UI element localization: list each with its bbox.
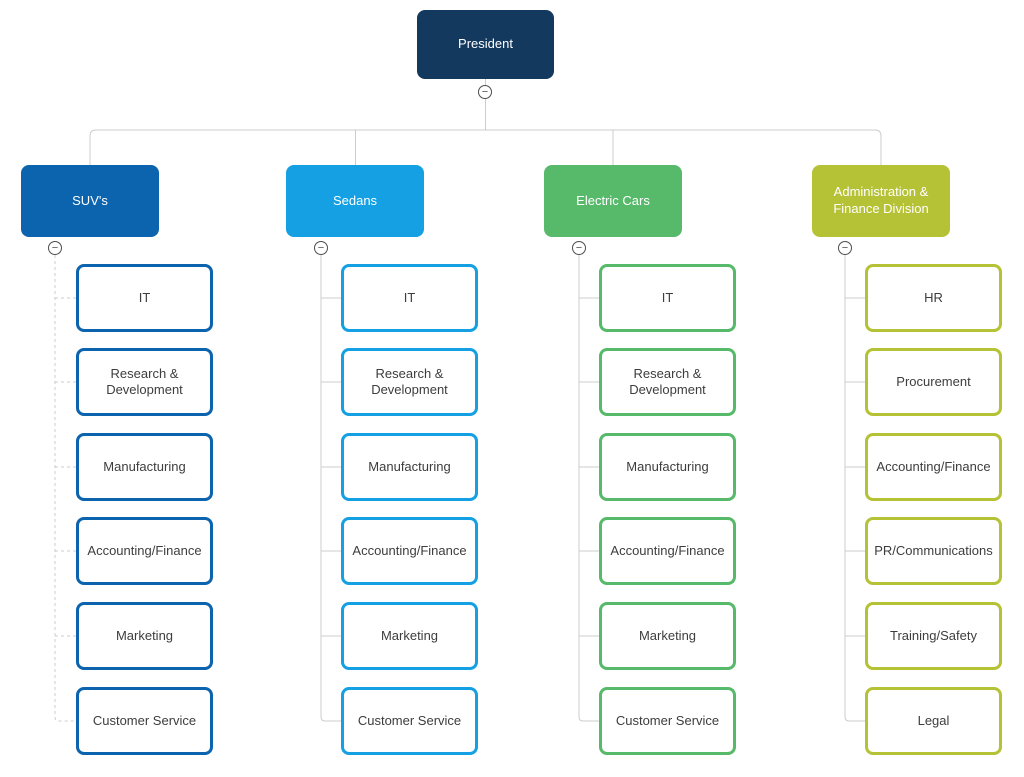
node-department[interactable]: Customer Service (76, 687, 213, 755)
node-department[interactable]: Manufacturing (341, 433, 478, 501)
node-department[interactable]: IT (341, 264, 478, 332)
collapse-toggle-sedans[interactable]: − (314, 241, 328, 255)
node-department[interactable]: Training/Safety (865, 602, 1002, 670)
node-department[interactable]: Legal (865, 687, 1002, 755)
node-department[interactable]: Marketing (599, 602, 736, 670)
node-department[interactable]: Marketing (341, 602, 478, 670)
node-president[interactable]: President (417, 10, 554, 79)
node-department[interactable]: Marketing (76, 602, 213, 670)
node-department[interactable]: IT (76, 264, 213, 332)
node-department[interactable]: Accounting/Finance (341, 517, 478, 585)
node-department[interactable]: IT (599, 264, 736, 332)
connector-electric-spine (578, 255, 599, 722)
collapse-toggle-president[interactable]: − (478, 85, 492, 99)
connector-admin-stubs (845, 297, 865, 637)
node-department[interactable]: Customer Service (599, 687, 736, 755)
collapse-toggle-suvs[interactable]: − (48, 241, 62, 255)
connector-top-bus (89, 129, 882, 166)
node-department[interactable]: Manufacturing (76, 433, 213, 501)
node-department[interactable]: PR/Communications (865, 517, 1002, 585)
node-division-suvs[interactable]: SUV's (21, 165, 159, 237)
connector-sedans-spine (320, 255, 341, 722)
node-department[interactable]: HR (865, 264, 1002, 332)
connector-admin-spine (844, 255, 865, 722)
collapse-toggle-admin-finance[interactable]: − (838, 241, 852, 255)
connector-suv-spine (54, 255, 76, 722)
node-department[interactable]: Procurement (865, 348, 1002, 416)
node-department[interactable]: Accounting/Finance (599, 517, 736, 585)
connector-suv-stubs (55, 297, 76, 637)
node-division-electric-cars[interactable]: Electric Cars (544, 165, 682, 237)
node-department[interactable]: Accounting/Finance (865, 433, 1002, 501)
node-department[interactable]: Research & Development (76, 348, 213, 416)
collapse-toggle-electric-cars[interactable]: − (572, 241, 586, 255)
node-department[interactable]: Customer Service (341, 687, 478, 755)
connector-sedans-stubs (321, 297, 341, 637)
node-department[interactable]: Research & Development (599, 348, 736, 416)
connector-electric-stubs (579, 297, 599, 637)
node-department[interactable]: Research & Development (341, 348, 478, 416)
node-department[interactable]: Manufacturing (599, 433, 736, 501)
node-department[interactable]: Accounting/Finance (76, 517, 213, 585)
node-division-admin-finance[interactable]: Administration & Finance Division (812, 165, 950, 237)
node-division-sedans[interactable]: Sedans (286, 165, 424, 237)
